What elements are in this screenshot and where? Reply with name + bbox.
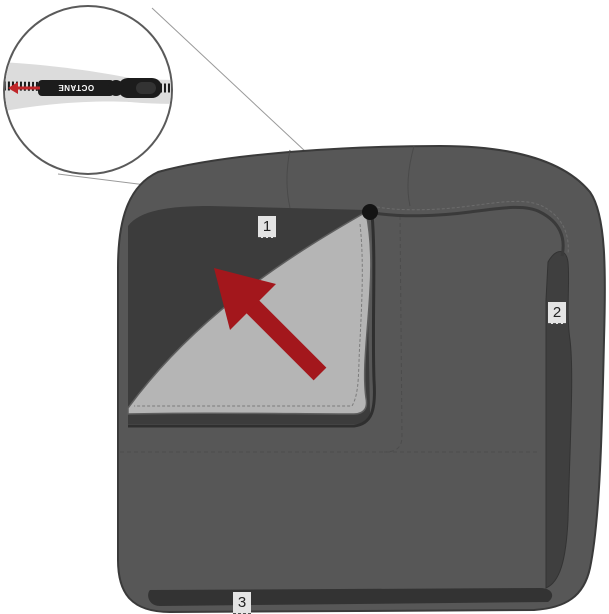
zipper-detail-callout: OCTANE [0,6,190,174]
step-label-2: 2 [548,302,566,324]
step-label-3: 3 [233,592,251,614]
step-label-1: 1 [258,216,276,238]
zipper-brand-text: OCTANE [58,83,94,92]
zipper-pull-icon [362,204,378,220]
